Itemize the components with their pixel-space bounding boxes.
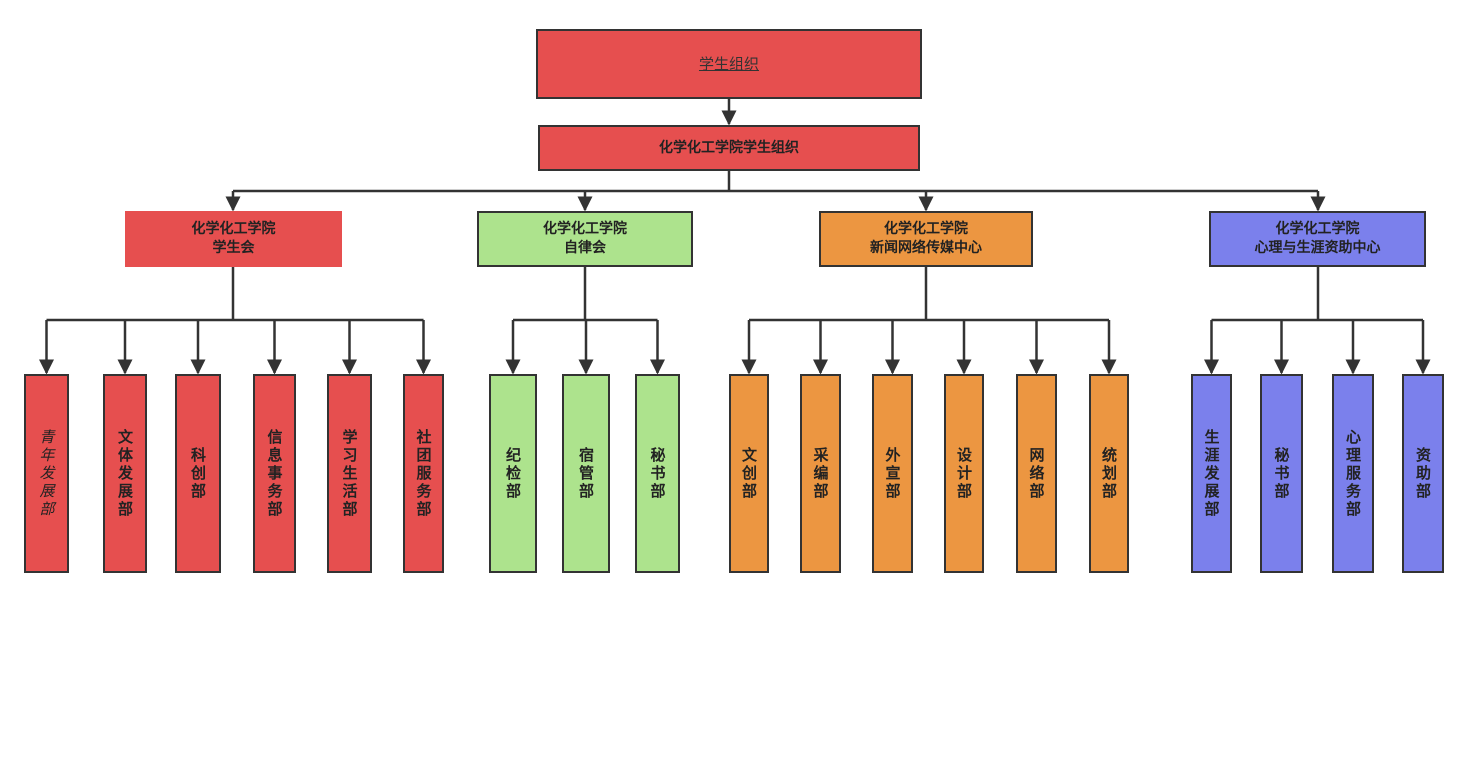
department-node[interactable]: 文体发展部	[103, 374, 147, 573]
department-label: 统划部	[1100, 446, 1118, 501]
department-label: 采编部	[811, 446, 830, 501]
root-node-label[interactable]: 学生组织	[698, 54, 759, 73]
department-node[interactable]: 纪检部	[489, 374, 537, 573]
department-label: 宿管部	[577, 446, 595, 501]
department-label: 纪检部	[504, 446, 522, 501]
department-node[interactable]: 文创部	[729, 374, 769, 573]
department-label: 信息事务部	[265, 428, 284, 519]
department-label: 设计部	[955, 446, 973, 501]
department-node[interactable]: 统划部	[1089, 374, 1129, 573]
department-node[interactable]: 青年发展部	[24, 374, 69, 573]
department-node[interactable]: 宿管部	[562, 374, 610, 573]
branch-node-student-union[interactable]: 化学化工学院 学生会	[125, 211, 342, 267]
department-label: 网络部	[1027, 446, 1046, 501]
branch-label: 化学化工学院 学生会	[191, 221, 276, 256]
department-label: 生涯发展部	[1202, 428, 1221, 519]
department-node[interactable]: 设计部	[944, 374, 984, 573]
department-node[interactable]: 秘书部	[635, 374, 680, 573]
root-node-student-organization[interactable]: 学生组织	[536, 29, 922, 99]
department-label: 资助部	[1414, 446, 1432, 501]
department-node[interactable]: 学习生活部	[327, 374, 372, 573]
department-label: 文体发展部	[116, 428, 134, 519]
department-node[interactable]: 秘书部	[1260, 374, 1303, 573]
branch-label: 化学化工学院 自律会	[543, 221, 627, 256]
branch-label: 化学化工学院 新闻网络传媒中心	[870, 221, 982, 256]
department-label: 学习生活部	[340, 428, 359, 519]
branch-label: 化学化工学院 心理与生涯资助中心	[1254, 221, 1381, 256]
department-node[interactable]: 资助部	[1402, 374, 1444, 573]
department-label: 社团服务部	[414, 428, 433, 519]
college-node[interactable]: 化学化工学院学生组织	[538, 125, 920, 171]
department-node[interactable]: 外宣部	[872, 374, 913, 573]
college-node-label: 化学化工学院学生组织	[659, 139, 799, 156]
department-label: 心理服务部	[1344, 428, 1362, 519]
department-label: 秘书部	[1272, 446, 1291, 501]
department-label: 秘书部	[648, 446, 667, 501]
department-node[interactable]: 采编部	[800, 374, 841, 573]
department-label: 青年发展部	[37, 428, 56, 519]
branch-node-psych-career[interactable]: 化学化工学院 心理与生涯资助中心	[1209, 211, 1426, 267]
branch-node-news-media[interactable]: 化学化工学院 新闻网络传媒中心	[819, 211, 1033, 267]
department-label: 科创部	[189, 446, 207, 501]
department-node[interactable]: 生涯发展部	[1191, 374, 1232, 573]
department-label: 外宣部	[883, 446, 902, 501]
department-node[interactable]: 信息事务部	[253, 374, 296, 573]
department-node[interactable]: 社团服务部	[403, 374, 444, 573]
branch-node-self-discipline[interactable]: 化学化工学院 自律会	[477, 211, 693, 267]
department-node[interactable]: 科创部	[175, 374, 221, 573]
department-node[interactable]: 网络部	[1016, 374, 1057, 573]
department-label: 文创部	[740, 446, 758, 501]
department-node[interactable]: 心理服务部	[1332, 374, 1374, 573]
